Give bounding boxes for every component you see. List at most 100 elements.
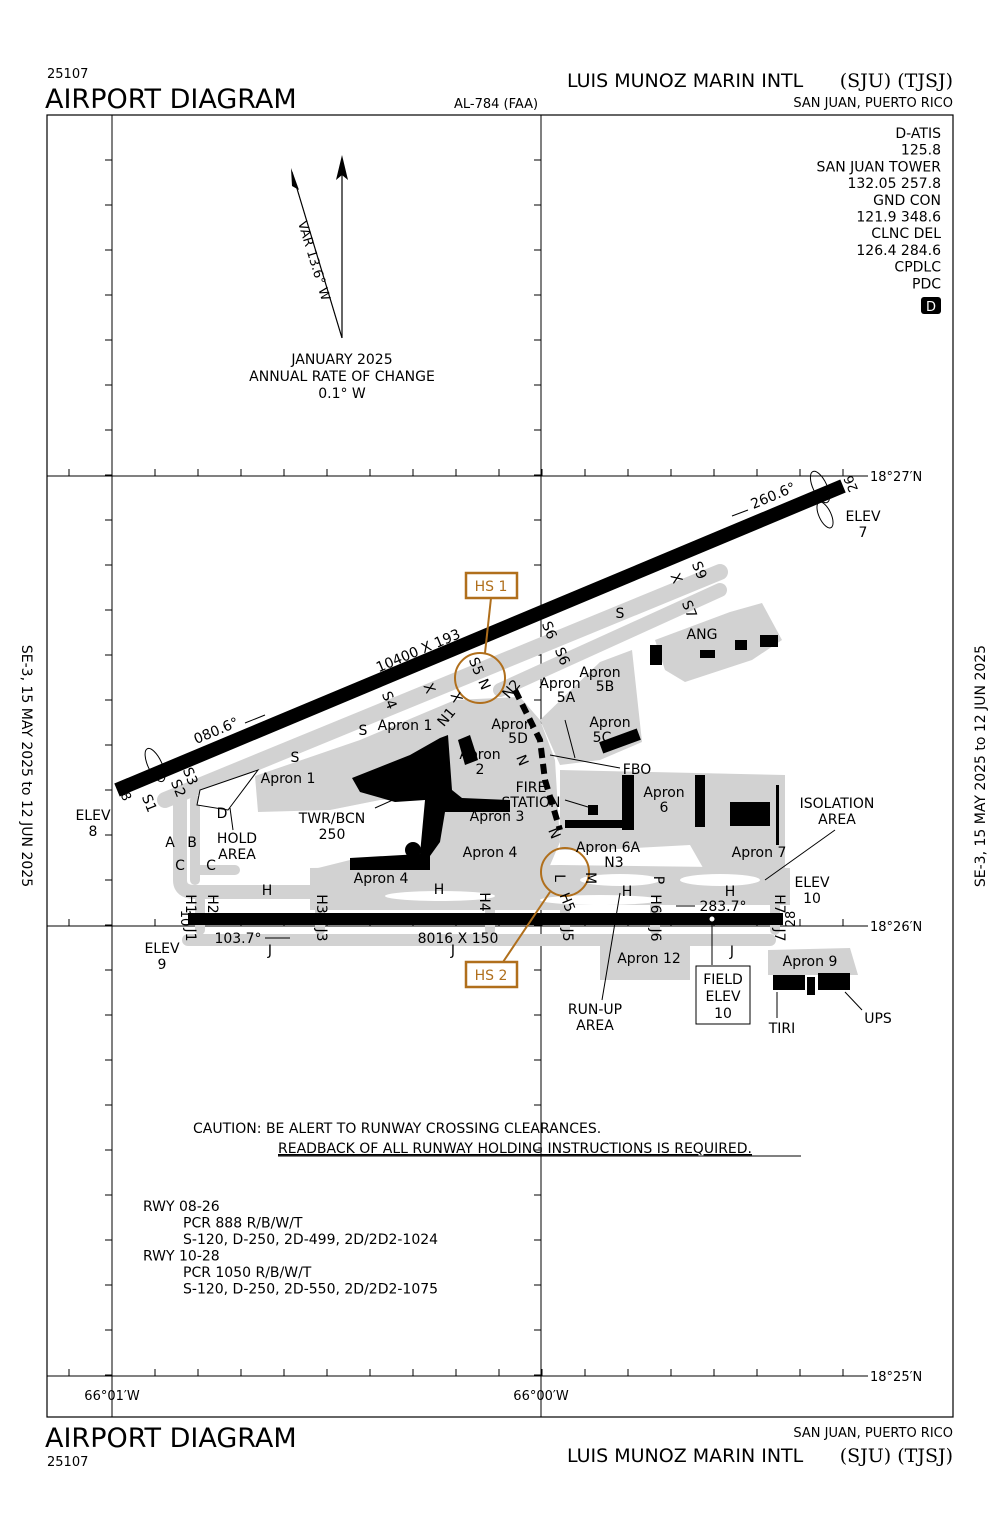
- fire-station-label: STATION: [501, 795, 560, 811]
- apron-5c-label: Apron: [589, 715, 630, 731]
- footer-airport-name: LUIS MUNOZ MARIN INTL: [567, 1445, 804, 1467]
- frequency-line: CLNC DEL: [871, 226, 941, 242]
- apron-labels: Apron 1 Apron 1 Apron 2 Apron 3 Apron 4 …: [261, 627, 838, 970]
- frequency-line: 121.9 348.6: [856, 210, 941, 226]
- lon-66-00: 66°00′W: [513, 1389, 569, 1404]
- hot-spot-1-box[interactable]: [464, 571, 519, 600]
- taxiway-j7: J7: [771, 927, 787, 941]
- airport-name: LUIS MUNOZ MARIN INTL: [567, 70, 804, 92]
- footer-location: SAN JUAN, PUERTO RICO: [793, 1426, 953, 1441]
- apron-12-label: Apron 12: [617, 951, 681, 967]
- fire-station-label: FIRE: [516, 780, 547, 796]
- runway-10-28[interactable]: [188, 913, 783, 925]
- hot-spot-1-leader: [484, 597, 492, 654]
- apron-6-number: 6: [660, 800, 669, 816]
- taxiway-h2: H2: [204, 894, 220, 913]
- runway-08-26[interactable]: [114, 479, 846, 797]
- elev-7-value: 7: [859, 525, 868, 541]
- apron-4-label: Apron 4: [354, 871, 409, 887]
- airport-location: SAN JUAN, PUERTO RICO: [793, 96, 953, 111]
- taxiway-b: B: [187, 835, 197, 851]
- hot-spot-2-leader: [502, 891, 551, 963]
- footer-airport-codes: (SJU) (TJSJ): [840, 1445, 953, 1467]
- taxiway-j: J: [729, 944, 734, 960]
- apron-5c-number: 5C: [593, 730, 612, 746]
- hot-spot-1-circle[interactable]: [454, 652, 506, 704]
- hold-area-label: AREA: [218, 847, 256, 863]
- hot-spot-2-label: HS 2: [475, 968, 508, 984]
- fbo-label: FBO: [623, 762, 651, 778]
- isolation-area-label: ISOLATION: [800, 796, 875, 812]
- pavement-note-line: RWY 10-28: [143, 1249, 220, 1265]
- taxiway-d: D: [217, 806, 228, 822]
- elev-9-value: 9: [158, 957, 167, 973]
- taxiway-s6: S6: [538, 619, 560, 642]
- caution-line-2: READBACK OF ALL RUNWAY HOLDING INSTRUCTI…: [278, 1141, 752, 1157]
- mag-rate-value: 0.1° W: [318, 386, 366, 402]
- lon-66-01: 66°01′W: [84, 1389, 140, 1404]
- ups-label: UPS: [864, 1011, 892, 1027]
- tower-elev: 250: [319, 827, 346, 843]
- frequency-line: 126.4 284.6: [856, 243, 941, 259]
- apron-4-label: Apron 4: [463, 845, 518, 861]
- taxiway-labels: S S S S1 S2 S3 S4 S5 S6 S6 S7 S9 X X X N…: [138, 559, 787, 960]
- frequency-line: 132.05 257.8: [847, 176, 941, 192]
- taxiway-s4: S4: [378, 689, 400, 712]
- rwy-end-28: 28: [784, 911, 799, 928]
- hold-area-pad: [196, 768, 260, 811]
- rwy-10-28-dims: 8016 X 150: [418, 931, 499, 947]
- taxiway-s5: S5: [465, 655, 487, 677]
- frequency-line: D-ATIS: [895, 126, 941, 142]
- runup-area-label: AREA: [576, 1018, 614, 1034]
- rwy-28-heading: 283.7°: [699, 899, 746, 915]
- pavement-note-line: RWY 08-26: [143, 1199, 220, 1215]
- taxiway-j1: J1: [182, 927, 198, 941]
- mag-date: JANUARY 2025: [290, 352, 392, 368]
- north-arrow-icon: [291, 155, 348, 339]
- taxiway-c: C: [175, 858, 185, 874]
- elev-8-value: 8: [89, 824, 98, 840]
- pavement-note-line: PCR 1050 R/B/W/T: [183, 1265, 312, 1281]
- taxiway-h: H: [622, 884, 633, 900]
- taxiway-s1: S1: [138, 792, 160, 814]
- apron-5b-label: Apron: [579, 665, 620, 681]
- hot-spot-2-box[interactable]: [464, 960, 519, 989]
- taxiway-j: J: [450, 943, 455, 959]
- footer-title: AIRPORT DIAGRAM: [45, 1423, 297, 1454]
- page-title: AIRPORT DIAGRAM: [45, 84, 297, 115]
- taxiway-s7: S7: [678, 598, 700, 620]
- taxiway-s3: S3: [179, 765, 201, 787]
- rwy-10-heading: 103.7°: [214, 931, 261, 947]
- caution-line-1: CAUTION: BE ALERT TO RUNWAY CROSSING CLE…: [193, 1121, 601, 1137]
- taxiway-p: P: [650, 876, 666, 884]
- taxiway-h5: H5: [556, 890, 578, 914]
- taxiway-h: H: [725, 884, 736, 900]
- frequency-line: PDC: [912, 276, 941, 292]
- frequency-line: CPDLC: [894, 260, 941, 276]
- taxiway-s6: S6: [551, 645, 573, 668]
- runup-area-label: RUN-UP: [568, 1002, 622, 1018]
- rwy-end-10: 10: [177, 910, 192, 927]
- apron-2-number: 2: [476, 762, 485, 778]
- hot-spot-2-circle[interactable]: [540, 847, 590, 897]
- apron-1-label: Apron 1: [261, 771, 316, 787]
- field-elev-point: [709, 916, 715, 922]
- hot-spot-1-label: HS 1: [475, 579, 508, 595]
- effective-dates-right: SE-3, 15 MAY 2025 to 12 JUN 2025: [973, 645, 989, 887]
- elev-10-label: ELEV: [794, 875, 829, 891]
- field-elev-line2: ELEV: [705, 989, 740, 1005]
- approach-light-icon: [144, 470, 834, 783]
- apron-3-label: Apron 3: [470, 809, 525, 825]
- apron-5d-label: Apron: [491, 717, 532, 733]
- taxiway-s2: S2: [167, 777, 189, 799]
- taxiway-j6: J6: [647, 927, 663, 941]
- apron-6-label: Apron: [643, 785, 684, 801]
- frequency-line: 125.8: [901, 143, 941, 159]
- taxiway-s9: S9: [688, 559, 710, 581]
- apron-2-label: Apron: [459, 747, 500, 763]
- apron-6a-label: Apron 6A: [576, 840, 641, 856]
- apron-7-label: Apron 7: [732, 845, 787, 861]
